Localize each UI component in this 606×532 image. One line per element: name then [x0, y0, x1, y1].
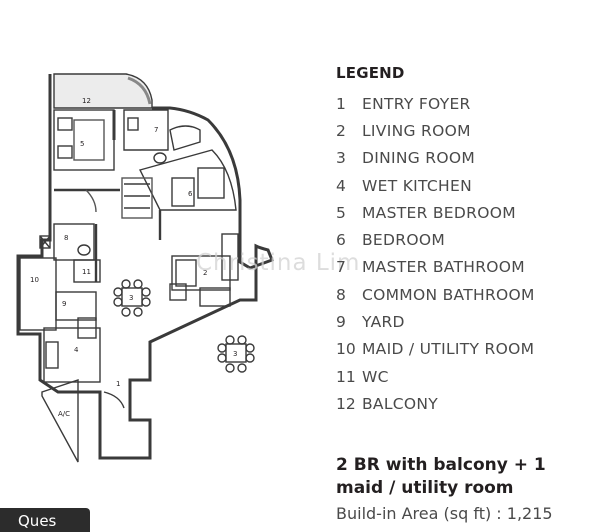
- common-bathroom-room: [53, 223, 95, 261]
- legend-item: 4 WET KITCHEN: [336, 172, 596, 199]
- legend-label: MASTER BATHROOM: [362, 258, 525, 277]
- label-living-room: 2: [203, 269, 207, 277]
- legend-item: 8 COMMON BATHROOM: [336, 281, 596, 308]
- legend-item: 3 DINING ROOM: [336, 145, 596, 172]
- legend-label: COMMON BATHROOM: [362, 285, 535, 304]
- legend-label: BALCONY: [362, 394, 439, 413]
- legend-number: 10: [336, 340, 356, 359]
- legend-title: LEGEND: [336, 64, 405, 82]
- legend-number: 4: [336, 176, 346, 195]
- questions-tab-button[interactable]: Ques: [0, 508, 90, 532]
- legend-item: 2 LIVING ROOM: [336, 117, 596, 144]
- legend-number: 7: [336, 258, 346, 277]
- legend-number: 5: [336, 203, 346, 222]
- legend-item: 6 BEDROOM: [336, 226, 596, 253]
- master-bathroom-room: [123, 109, 169, 151]
- legend-label: ENTRY FOYER: [362, 94, 471, 113]
- legend-number: 11: [336, 367, 356, 386]
- legend-label: YARD: [362, 313, 405, 332]
- legend-number: 2: [336, 121, 346, 140]
- ac-ledge: [41, 379, 79, 463]
- legend-number: 12: [336, 394, 356, 413]
- legend-number: 6: [336, 231, 346, 250]
- legend-number: 8: [336, 285, 346, 304]
- build-in-area: Build-in Area (sq ft) : 1,215: [336, 504, 553, 523]
- legend-item: 10 MAID / UTILITY ROOM: [336, 336, 596, 363]
- label-master-bathroom: 7: [154, 126, 158, 134]
- label-dining-room-2: 3: [233, 350, 237, 358]
- legend-number: 1: [336, 94, 346, 113]
- legend-label: BEDROOM: [362, 231, 446, 250]
- floor-plan: 12 5 7 6 8 11 10 9 4 2 3 3 1 A/C: [16, 73, 274, 463]
- label-wc: 11: [82, 268, 91, 276]
- legend-item: 7 MASTER BATHROOM: [336, 254, 596, 281]
- legend-label: WC: [362, 367, 389, 386]
- label-wet-kitchen: 4: [74, 346, 79, 354]
- yard-room: [55, 291, 97, 321]
- balcony-outline: [53, 73, 153, 109]
- legend-item: 1 ENTRY FOYER: [336, 90, 596, 117]
- unit-type-heading: 2 BR with balcony + 1 maid / utility roo…: [336, 455, 546, 498]
- label-yard: 9: [62, 300, 66, 308]
- legend-label: WET KITCHEN: [362, 176, 472, 195]
- label-maid-room: 10: [30, 276, 39, 284]
- bedroom-room: [138, 149, 237, 211]
- legend-item: 11 WC: [336, 363, 596, 390]
- wc-room: [73, 259, 101, 283]
- label-dining-room-1: 3: [129, 294, 133, 302]
- label-bedroom: 6: [188, 190, 193, 198]
- legend-label: LIVING ROOM: [362, 121, 471, 140]
- legend: LEGEND 1 ENTRY FOYER 2 LIVING ROOM 3 DINING…: [336, 64, 596, 418]
- label-ac-ledge: A/C: [58, 410, 70, 418]
- dining-table-1: [113, 279, 151, 317]
- legend-item: 12 BALCONY: [336, 390, 596, 417]
- legend-label: DINING ROOM: [362, 149, 476, 168]
- legend-number: 9: [336, 313, 346, 332]
- legend-item: 9 YARD: [336, 308, 596, 335]
- outer-wall: [16, 74, 274, 460]
- wet-kitchen-room: [43, 327, 101, 383]
- legend-list: 1 ENTRY FOYER 2 LIVING ROOM 3 DINING ROOM 4…: [336, 90, 596, 418]
- label-balcony: 12: [82, 97, 91, 105]
- legend-label: MAID / UTILITY ROOM: [362, 340, 535, 359]
- maid-room: [19, 257, 57, 331]
- label-entry-foyer: 1: [116, 380, 120, 388]
- living-room-furniture: [171, 255, 231, 291]
- legend-number: 3: [336, 149, 346, 168]
- legend-item: 5 MASTER BEDROOM: [336, 199, 596, 226]
- label-common-bathroom: 8: [64, 234, 68, 242]
- legend-label: MASTER BEDROOM: [362, 203, 516, 222]
- unit-summary: 2 BR with balcony + 1 maid / utility roo…: [336, 454, 598, 523]
- dining-table-2: [217, 335, 255, 373]
- entry-door: [103, 391, 125, 409]
- label-master-bedroom: 5: [80, 140, 84, 148]
